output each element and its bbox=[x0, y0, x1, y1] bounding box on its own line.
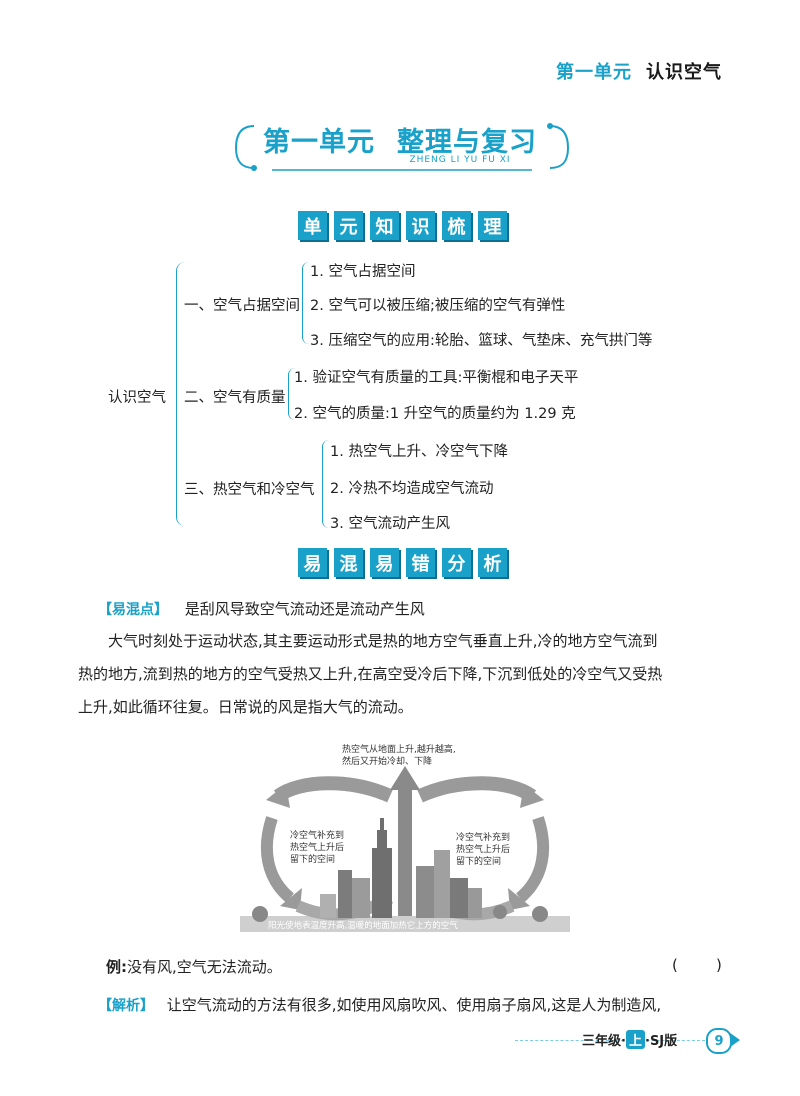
diagram-bottom-label: 阳光使地表温度升高,温暖的地面加热它上方的空气 bbox=[268, 921, 458, 931]
heading-char: 元 bbox=[334, 211, 363, 240]
branch-label: 一、空气占据空间 bbox=[184, 298, 300, 314]
example-text: 没有风,空气无法流动。 bbox=[127, 958, 282, 976]
footer-grade: 三年级·上·SJ版 bbox=[582, 1030, 677, 1049]
heading-char: 知 bbox=[370, 211, 399, 240]
page-title-unit: 第一单元 bbox=[263, 127, 375, 158]
example-label: 例: bbox=[106, 958, 127, 976]
paragraph-line: 上升,如此循环往复。日常说的风是指大气的流动。 bbox=[78, 698, 413, 716]
paragraph-line: 大气时刻处于运动状态,其主要运动形式是热的地方空气垂直上升,冷的地方空气流到 bbox=[108, 632, 658, 650]
heading-char: 识 bbox=[406, 211, 435, 240]
volume-badge: 上 bbox=[625, 1030, 645, 1049]
title-pinyin: ZHENG LI YU FU XI bbox=[409, 155, 511, 165]
diagram-top-label-line: 然后又开始冷却、下降 bbox=[342, 757, 433, 767]
page-title-topic: 整理与复习 bbox=[397, 127, 537, 158]
heading-char: 混 bbox=[334, 548, 363, 577]
heading-char: 理 bbox=[478, 211, 507, 240]
diagram-right-label: 冷空气补充到 热空气上升后 留下的空间 bbox=[456, 832, 510, 868]
tree-item: 2. 冷热不均造成空气流动 bbox=[330, 481, 494, 497]
edition-text: SJ版 bbox=[649, 1034, 678, 1049]
analysis-tag: 【解析】 bbox=[98, 998, 154, 1014]
header-topic: 认识空气 bbox=[646, 62, 722, 83]
diagram-top-label: 热空气从地面上升,越升越高, 然后又开始冷却、下降 bbox=[342, 744, 456, 768]
diagram-label-line: 热空气上升后 bbox=[290, 843, 345, 853]
heading-char: 梳 bbox=[442, 211, 471, 240]
diagram-label-line: 冷空气补充到 bbox=[290, 831, 345, 841]
diagram-left-label: 冷空气补充到 热空气上升后 留下的空间 bbox=[290, 830, 344, 866]
heading-char: 析 bbox=[478, 548, 507, 577]
confusion-tag: 【易混点】 bbox=[98, 602, 168, 618]
tree-item: 2. 空气的质量:1 升空气的质量约为 1.29 克 bbox=[294, 406, 576, 422]
air-circulation-diagram bbox=[240, 738, 570, 938]
diagram-label-line: 留下的空间 bbox=[290, 855, 336, 865]
tree-root: 认识空气 bbox=[108, 390, 166, 406]
answer-bracket[interactable]: ( ) bbox=[672, 956, 722, 974]
heading-char: 易 bbox=[298, 548, 327, 577]
tree-item: 2. 空气可以被压缩;被压缩的空气有弹性 bbox=[310, 298, 566, 314]
heading-char: 易 bbox=[370, 548, 399, 577]
diagram-label-line: 留下的空间 bbox=[456, 857, 502, 867]
branch-brace bbox=[322, 440, 329, 528]
branch-brace bbox=[288, 368, 295, 420]
paragraph-line: 热的地方,流到热的地方的空气受热又上升,在高空受冷后下降,下沉到低处的冷空气又受… bbox=[78, 665, 663, 683]
diagram-label-line: 热空气上升后 bbox=[456, 845, 511, 855]
footer-divider bbox=[515, 1040, 705, 1042]
tree-item: 3. 空气流动产生风 bbox=[330, 516, 450, 532]
analysis-text: 让空气流动的方法有很多,如使用风扇吹风、使用扇子扇风,这是人为制造风, bbox=[166, 996, 662, 1014]
confusion-question: 是刮风导致空气流动还是流动产生风 bbox=[184, 600, 425, 618]
page-header: 第一单元认识空气 bbox=[556, 58, 722, 84]
diagram-top-label-line: 热空气从地面上升,越升越高, bbox=[342, 745, 456, 755]
tree-item: 3. 压缩空气的应用:轮胎、篮球、气垫床、充气拱门等 bbox=[310, 333, 653, 349]
root-brace bbox=[176, 262, 185, 526]
title-banner-frame bbox=[234, 123, 570, 171]
heading-char: 错 bbox=[406, 548, 435, 577]
section-heading-knowledge: 单 元 知 识 梳 理 bbox=[298, 211, 507, 240]
section-heading-mistakes: 易 混 易 错 分 析 bbox=[298, 548, 507, 577]
diagram-label-line: 冷空气补充到 bbox=[456, 833, 511, 843]
header-unit: 第一单元 bbox=[556, 62, 632, 83]
analysis-row: 【解析】 让空气流动的方法有很多,如使用风扇吹风、使用扇子扇风,这是人为制造风, bbox=[98, 994, 661, 1015]
confusion-question-row: 【易混点】 是刮风导致空气流动还是流动产生风 bbox=[98, 598, 425, 619]
example-row: 例:没有风,空气无法流动。 bbox=[106, 956, 282, 977]
page-title: 第一单元整理与复习 bbox=[0, 120, 800, 159]
heading-char: 分 bbox=[442, 548, 471, 577]
tree-item: 1. 热空气上升、冷空气下降 bbox=[330, 444, 508, 460]
branch-label: 三、热空气和冷空气 bbox=[184, 482, 315, 498]
branch-label: 二、空气有质量 bbox=[184, 390, 286, 406]
confusion-paragraph: 大气时刻处于运动状态,其主要运动形式是热的地方空气垂直上升,冷的地方空气流到 热… bbox=[78, 625, 728, 724]
branch-brace bbox=[302, 262, 309, 344]
grade-text: 三年级 bbox=[582, 1034, 622, 1049]
page-number: 9 bbox=[706, 1028, 732, 1054]
tree-item: 1. 空气占据空间 bbox=[310, 264, 416, 280]
heading-char: 单 bbox=[298, 211, 327, 240]
tree-item: 1. 验证空气有质量的工具:平衡棍和电子天平 bbox=[294, 370, 579, 386]
